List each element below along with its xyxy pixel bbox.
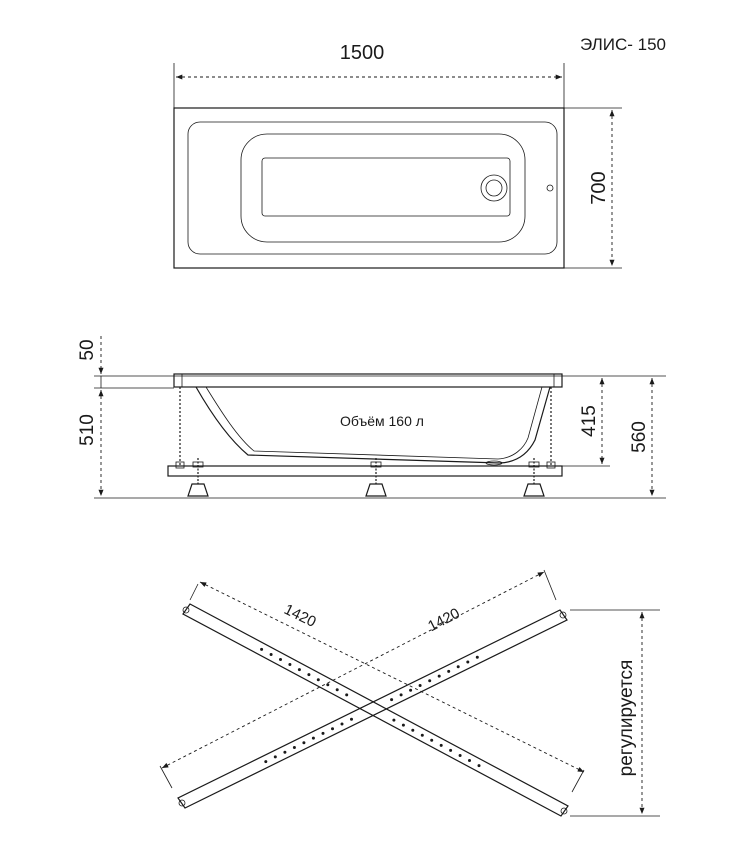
frame-hole [350, 717, 353, 721]
frame-hole [297, 668, 301, 672]
frame-bar-2 [177, 609, 568, 809]
foot-middle [365, 458, 387, 497]
extension-line [159, 765, 173, 789]
foot-right [523, 458, 545, 497]
frame-hole [321, 731, 325, 735]
frame-base-rail [167, 465, 563, 477]
tub-rim-side [173, 373, 563, 388]
frame-hole [401, 723, 405, 727]
frame-hole [269, 653, 273, 656]
frame-hole [392, 718, 396, 722]
tub-outline [173, 107, 565, 269]
frame-hole [466, 660, 470, 664]
diag-left-label: 1420 [281, 601, 318, 631]
frame-hole [420, 733, 424, 737]
frame-hole [390, 698, 394, 702]
frame-hole [316, 678, 320, 682]
frame-hole [437, 674, 441, 678]
frame-bar-1 [182, 603, 569, 817]
diag-right-dimension-line [161, 571, 545, 769]
frame-hole [264, 760, 268, 764]
frame-hole [340, 722, 344, 726]
frame-hole [409, 688, 413, 692]
model-title: ЭЛИС- 150 [580, 35, 666, 54]
bowl-profile [195, 386, 551, 464]
frame-bar-2-holes [264, 655, 479, 764]
side-view: 50 510 415 560 Объём 160 л [77, 336, 666, 499]
frame-hole [273, 755, 277, 759]
frame-hole [279, 658, 282, 661]
overflow-icon [546, 184, 554, 192]
frame-hole [458, 754, 462, 757]
frame-hole [447, 669, 451, 673]
tub-bottom [261, 157, 511, 217]
frame-hole [418, 684, 422, 687]
frame-hole [345, 693, 349, 697]
nut [546, 461, 556, 469]
drain-icon [480, 174, 508, 202]
frame-hole [331, 727, 334, 731]
frame-hole [449, 748, 453, 752]
frame-hole [399, 693, 403, 697]
frame-hole [307, 673, 311, 677]
frame-hole [477, 764, 481, 768]
total-height-label: 560 [629, 421, 650, 453]
bolt-icon [178, 799, 186, 807]
frame-hole [468, 759, 471, 762]
drain-side-icon [485, 460, 503, 466]
diag-right-label: 1420 [425, 605, 462, 635]
volume-label: Объём 160 л [340, 413, 424, 429]
extension-line [543, 569, 557, 601]
depth-label: 415 [579, 405, 600, 437]
frame-hole [283, 750, 287, 754]
frame-hole [456, 665, 460, 669]
frame-hole [430, 738, 434, 742]
frame-hole [260, 647, 264, 651]
bolt-icon [560, 807, 568, 815]
feet [187, 458, 545, 497]
top-view: 1500 700 [173, 42, 622, 269]
frame-hole [475, 655, 479, 659]
frame-hole [302, 741, 306, 745]
adjust-label: регулируется [616, 660, 637, 777]
extension-line [189, 583, 199, 601]
drain-inner-icon [485, 179, 503, 197]
frame-hole [292, 746, 296, 749]
height-label: 510 [77, 414, 98, 446]
extension-line [571, 769, 585, 793]
rim-label: 50 [77, 339, 98, 360]
tub-bowl [240, 133, 526, 243]
frame-hole [428, 679, 432, 683]
frame-hole [326, 683, 330, 687]
frame-hole [335, 688, 339, 692]
foot-left [187, 458, 209, 497]
length-label: 1500 [340, 42, 385, 64]
bowl-inner-profile [205, 386, 543, 460]
width-label: 700 [588, 171, 610, 204]
frame-hole [411, 728, 415, 732]
tub-rim [187, 121, 558, 255]
frame-hole [288, 663, 292, 666]
frame-hole [439, 743, 443, 747]
diag-left-dimension-line [199, 581, 585, 773]
frame-hole [311, 736, 315, 740]
nut [175, 461, 185, 469]
frame-view: 1420 1420 регулируется [159, 569, 660, 817]
threaded-rods [175, 387, 556, 469]
